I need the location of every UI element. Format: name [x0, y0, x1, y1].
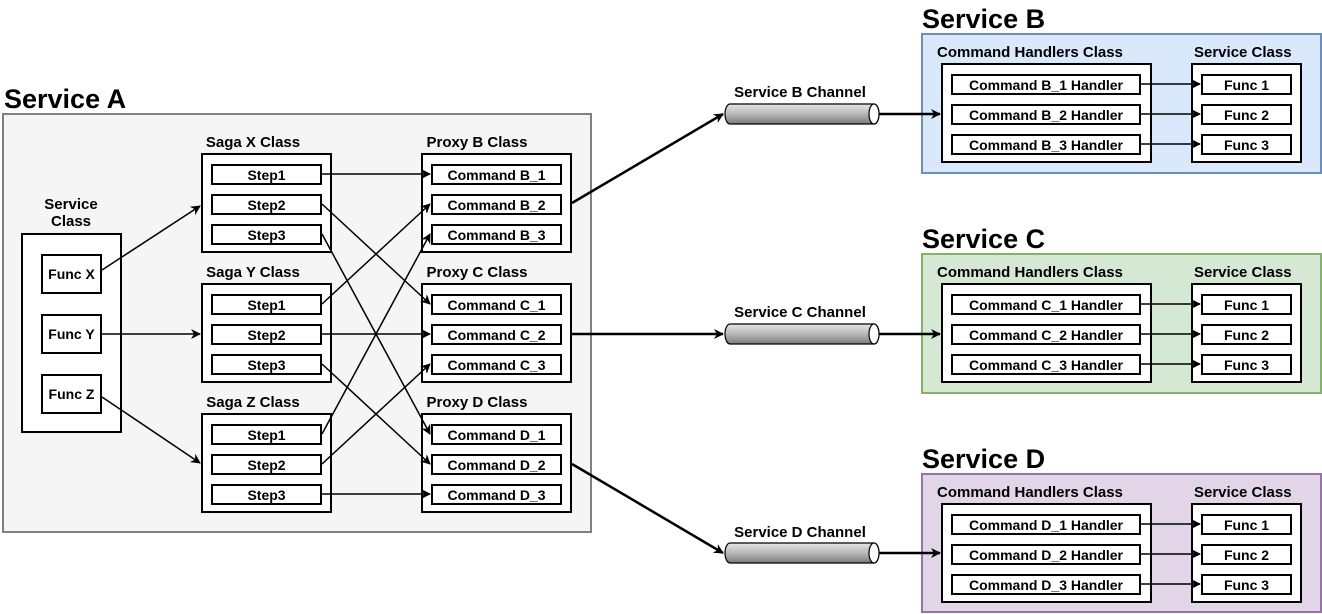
handler-d1: Command D_1 Handler	[951, 514, 1141, 535]
proxy-command-b3: Command B_3	[431, 224, 562, 245]
saga-z-label: Saga Z Class	[206, 394, 300, 411]
saga-x-label: Saga X Class	[205, 134, 301, 151]
proxy-d-label: Proxy D Class	[426, 394, 528, 411]
proxy-command-c1: Command C_1	[431, 294, 562, 315]
service-b-class-label: Service Class	[1194, 44, 1292, 61]
saga-y-step3: Step3	[211, 354, 322, 375]
handler-d2: Command D_2 Handler	[951, 544, 1141, 565]
func-y-box: Func Y	[41, 314, 102, 354]
service-d-channel-label: Service D Channel	[734, 524, 866, 541]
proxy-b-label: Proxy B Class	[426, 134, 528, 151]
service-c-channel-pipe	[724, 323, 880, 345]
service-c-func2: Func 2	[1201, 324, 1292, 345]
arrow-proxy-d-channel	[571, 462, 724, 555]
saga-y-label: Saga Y Class	[206, 264, 300, 281]
saga-x-step3: Step3	[211, 224, 322, 245]
handler-b1: Command B_1 Handler	[951, 74, 1141, 95]
saga-z-step3: Step3	[211, 484, 322, 505]
service-d-channel-pipe	[724, 542, 880, 564]
service-c-func1: Func 1	[1201, 294, 1292, 315]
handler-b2: Command B_2 Handler	[951, 104, 1141, 125]
service-a-title: Service A	[4, 84, 127, 114]
handler-c1: Command C_1 Handler	[951, 294, 1141, 315]
proxy-command-c3: Command C_3	[431, 354, 562, 375]
saga-y-step2: Step2	[211, 324, 322, 345]
arrow-sagaz-step2-c3	[321, 363, 431, 465]
saga-x-step1: Step1	[211, 164, 322, 185]
arrow-funcx-sagax	[101, 205, 201, 271]
service-d-title: Service D	[922, 444, 1046, 474]
service-b-handlers-label: Command Handlers Class	[937, 44, 1123, 61]
service-d-handlers-label: Command Handlers Class	[937, 484, 1123, 501]
service-d-class-label: Service Class	[1194, 484, 1292, 501]
proxy-command-b2: Command B_2	[431, 194, 562, 215]
arrow-proxy-b-channel	[571, 112, 724, 205]
proxy-command-d1: Command D_1	[431, 424, 562, 445]
proxy-command-d2: Command D_2	[431, 454, 562, 475]
service-b-title: Service B	[922, 4, 1046, 34]
service-d-func2: Func 2	[1201, 544, 1292, 565]
service-b-func1: Func 1	[1201, 74, 1292, 95]
saga-z-step2: Step2	[211, 454, 322, 475]
service-c-handlers-label: Command Handlers Class	[937, 264, 1123, 281]
service-c-channel-label: Service C Channel	[734, 304, 866, 321]
arrow-funcz-sagaz	[101, 396, 201, 464]
proxy-command-c2: Command C_2	[431, 324, 562, 345]
service-b-channel-pipe	[724, 103, 880, 125]
service-c-title: Service C	[922, 224, 1046, 254]
service-b-func3: Func 3	[1201, 134, 1292, 155]
handler-b3: Command B_3 Handler	[951, 134, 1141, 155]
arrow-sagay-step1-b2	[321, 203, 431, 305]
service-c-func3: Func 3	[1201, 354, 1292, 375]
func-z-box: Func Z	[41, 374, 102, 414]
saga-x-step2: Step2	[211, 194, 322, 215]
proxy-command-d3: Command D_3	[431, 484, 562, 505]
service-d-func1: Func 1	[1201, 514, 1292, 535]
service-c-class-label: Service Class	[1194, 264, 1292, 281]
proxy-command-b1: Command B_1	[431, 164, 562, 185]
proxy-c-label: Proxy C Class	[426, 264, 528, 281]
func-x-box: Func X	[41, 254, 102, 294]
service-b-func2: Func 2	[1201, 104, 1292, 125]
saga-z-step1: Step1	[211, 424, 322, 445]
arrow-sagaz-step1-b3	[321, 233, 431, 435]
service-a-class-label: Service Class	[44, 196, 98, 230]
handler-c2: Command C_2 Handler	[951, 324, 1141, 345]
handler-d3: Command D_3 Handler	[951, 574, 1141, 595]
saga-y-step1: Step1	[211, 294, 322, 315]
handler-c3: Command C_3 Handler	[951, 354, 1141, 375]
service-b-channel-label: Service B Channel	[734, 84, 866, 101]
service-d-func3: Func 3	[1201, 574, 1292, 595]
